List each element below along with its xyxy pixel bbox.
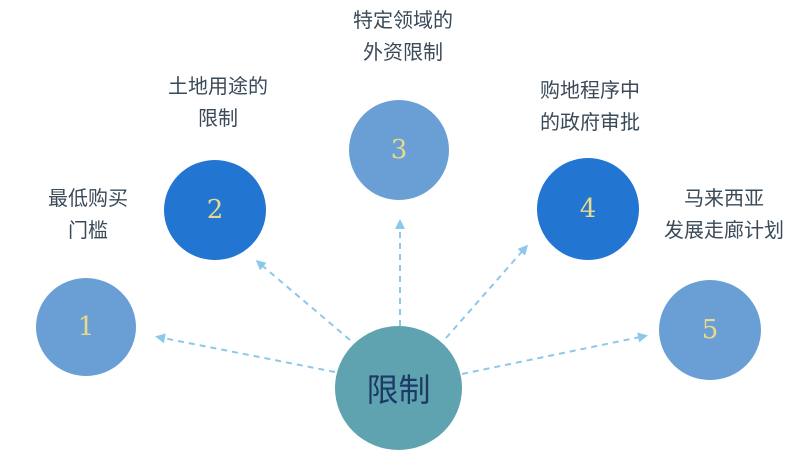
node-4-number: 4 xyxy=(579,194,597,224)
node-3: 3 xyxy=(349,100,449,200)
node-4-label: 购地程序中 的政府审批 xyxy=(540,78,640,134)
node-2: 2 xyxy=(164,160,266,260)
node-3-label: 特定领域的 外资限制 xyxy=(353,8,453,64)
center-node: 限制 xyxy=(335,326,462,450)
node-5-label: 马来西亚 发展走廊计划 xyxy=(664,186,784,242)
arrow-to-node-4 xyxy=(445,244,528,339)
node-5: 5 xyxy=(659,280,761,380)
node-1-number: 1 xyxy=(77,312,95,342)
center-label: 限制 xyxy=(366,371,431,409)
node-3-number: 3 xyxy=(390,135,408,165)
arrow-to-node-2 xyxy=(255,260,351,341)
node-1: 1 xyxy=(36,278,136,376)
node-5-number: 5 xyxy=(701,315,719,345)
node-2-number: 2 xyxy=(206,195,224,225)
node-1-label: 最低购买 门槛 xyxy=(48,186,128,242)
arrow-to-node-5 xyxy=(461,332,648,375)
node-4: 4 xyxy=(537,158,639,260)
node-2-label: 土地用途的 限制 xyxy=(168,74,268,130)
arrow-to-node-1 xyxy=(155,333,336,373)
